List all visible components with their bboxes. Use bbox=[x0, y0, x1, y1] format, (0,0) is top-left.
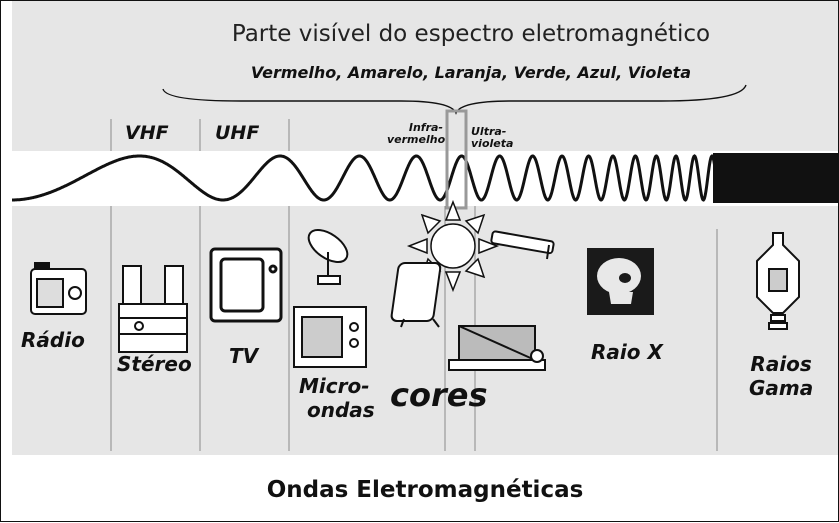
uv-lamp-icon bbox=[490, 230, 555, 260]
skull-xray-icon bbox=[587, 248, 654, 315]
gamma-machine-icon bbox=[756, 232, 800, 330]
infrared-line2: vermelho bbox=[387, 133, 446, 146]
microwave-caption-line2: ondas bbox=[307, 398, 375, 422]
gamma-caption-line2: Gama bbox=[749, 376, 814, 400]
infrared-label: Infra- vermelho bbox=[387, 121, 446, 146]
ultraviolet-line1: Ultra- bbox=[471, 125, 507, 138]
tv-icon bbox=[209, 247, 283, 323]
footer: Ondas Eletromagnéticas bbox=[12, 455, 838, 521]
microwave-caption: Micro- ondas bbox=[299, 374, 375, 422]
tanning-person-icon bbox=[448, 325, 546, 371]
footer-title: Ondas Eletromagnéticas bbox=[266, 477, 584, 503]
vhf-label: VHF bbox=[125, 122, 169, 144]
gamma-caption: Raios Gama bbox=[749, 352, 813, 400]
cores-caption: cores bbox=[390, 376, 488, 414]
visible-spectrum-title: Parte visível do espectro eletromagnétic… bbox=[231, 21, 711, 47]
satellite-dish-icon bbox=[307, 229, 349, 285]
ultraviolet-line2: violeta bbox=[471, 137, 514, 150]
tv-caption: TV bbox=[229, 344, 259, 368]
infrared-line1: Infra- bbox=[408, 121, 443, 134]
dense-wave-block bbox=[713, 153, 838, 203]
xray-caption: Raio X bbox=[591, 340, 663, 364]
stereo-caption: Stéreo bbox=[117, 352, 192, 376]
spectrum-panel bbox=[12, 1, 838, 455]
heater-icon bbox=[390, 262, 442, 328]
wave-line bbox=[12, 154, 718, 202]
radio-icon bbox=[30, 262, 87, 315]
sun-icon bbox=[406, 199, 500, 293]
gamma-caption-line1: Raios bbox=[750, 352, 812, 376]
visible-brace bbox=[162, 84, 747, 115]
microwave-caption-line1: Micro- bbox=[299, 374, 370, 398]
microwave-icon bbox=[293, 306, 367, 368]
radio-caption: Rádio bbox=[21, 328, 85, 352]
ultraviolet-label: Ultra- violeta bbox=[471, 126, 513, 150]
visible-colors-list: Vermelho, Amarelo, Laranja, Verde, Azul,… bbox=[250, 63, 692, 82]
uhf-label: UHF bbox=[215, 122, 260, 144]
visible-window-box bbox=[445, 109, 468, 210]
stereo-icon bbox=[118, 265, 188, 353]
